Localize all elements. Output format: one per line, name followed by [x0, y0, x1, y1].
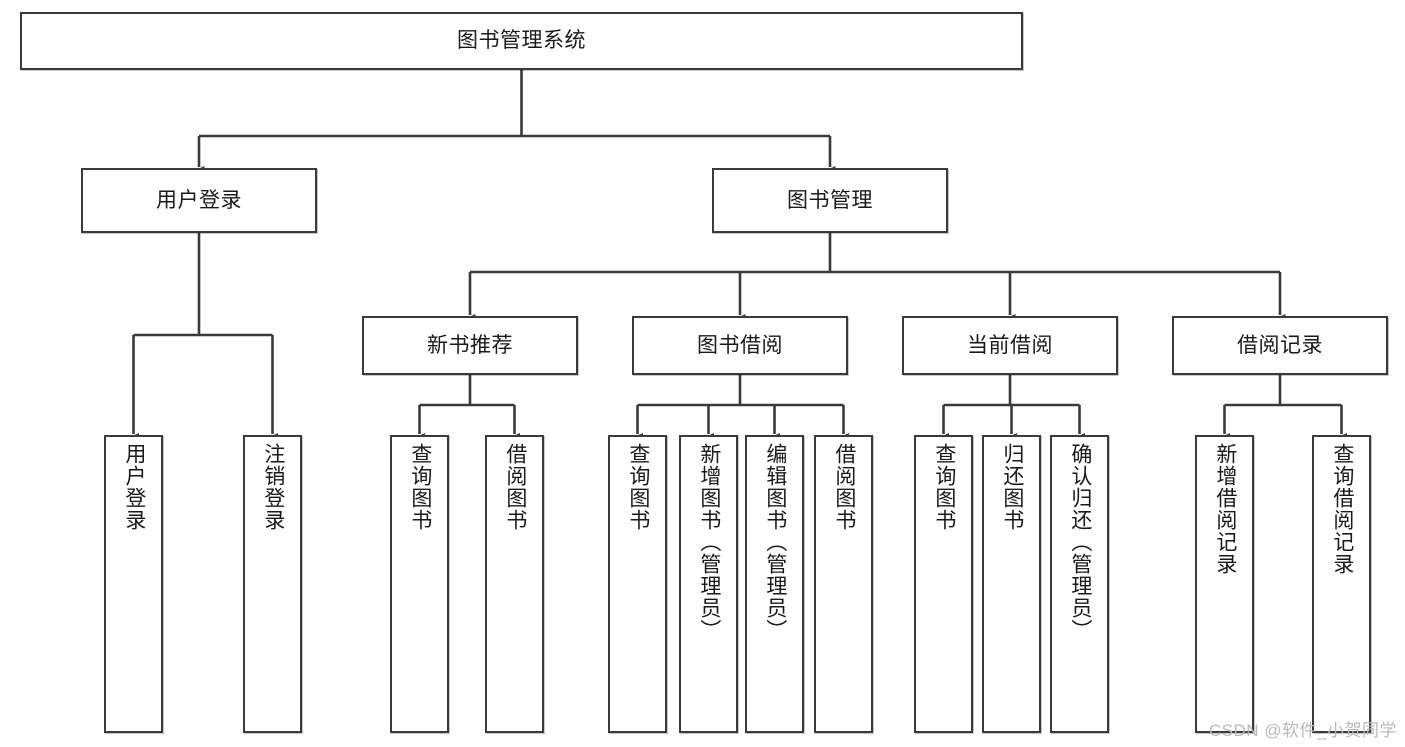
node-label: 用户登录	[122, 443, 146, 531]
node-leaf-borrow-book-rec[interactable]: 借阅图书	[485, 435, 544, 733]
node-label: 新增借阅记录	[1213, 443, 1237, 575]
node-leaf-logout[interactable]: 注销登录	[243, 435, 302, 733]
node-label: 查询图书	[408, 443, 432, 531]
node-label: 查询借阅记录	[1330, 443, 1354, 575]
node-label: 借阅图书	[503, 443, 527, 531]
node-leaf-borrow-book[interactable]: 借阅图书	[814, 435, 873, 733]
node-leaf-user-login[interactable]: 用户登录	[104, 435, 163, 733]
node-leaf-query-book-rec[interactable]: 查询图书	[390, 435, 449, 733]
node-user-login[interactable]: 用户登录	[81, 168, 317, 233]
node-new-book-rec[interactable]: 新书推荐	[362, 316, 578, 375]
node-leaf-query-book-cur[interactable]: 查询图书	[914, 435, 973, 733]
node-label: 新书推荐	[427, 333, 513, 357]
node-leaf-add-book[interactable]: 新增图书（管理员）	[679, 435, 738, 733]
node-label: 查询图书	[932, 443, 956, 531]
node-leaf-return-book[interactable]: 归还图书	[982, 435, 1041, 733]
node-label: 用户登录	[156, 188, 242, 212]
node-label: 编辑图书（管理员）	[763, 443, 787, 641]
node-leaf-edit-book[interactable]: 编辑图书（管理员）	[745, 435, 804, 733]
node-label: 查询图书	[626, 443, 650, 531]
node-book-manage[interactable]: 图书管理	[712, 168, 948, 233]
node-label: 确认归还（管理员）	[1068, 443, 1092, 641]
node-label: 新增图书（管理员）	[697, 443, 721, 641]
node-current-borrow[interactable]: 当前借阅	[902, 316, 1118, 375]
node-label: 当前借阅	[967, 333, 1053, 357]
node-borrow-record[interactable]: 借阅记录	[1172, 316, 1388, 375]
watermark-label: CSDN @软件_小贺同学	[1208, 721, 1397, 740]
node-leaf-query-book-borrow[interactable]: 查询图书	[608, 435, 667, 733]
node-label: 借阅记录	[1237, 333, 1323, 357]
node-label: 借阅图书	[832, 443, 856, 531]
node-label: 注销登录	[261, 443, 285, 531]
node-leaf-confirm-return[interactable]: 确认归还（管理员）	[1050, 435, 1109, 733]
node-root[interactable]: 图书管理系统	[20, 12, 1023, 70]
node-leaf-add-record[interactable]: 新增借阅记录	[1195, 435, 1254, 733]
node-label: 归还图书	[1000, 443, 1024, 531]
node-label: 图书管理系统	[457, 29, 586, 53]
node-book-borrow[interactable]: 图书借阅	[632, 316, 848, 375]
node-label: 图书管理	[787, 188, 873, 212]
node-label: 图书借阅	[697, 333, 783, 357]
node-leaf-query-record[interactable]: 查询借阅记录	[1312, 435, 1371, 733]
